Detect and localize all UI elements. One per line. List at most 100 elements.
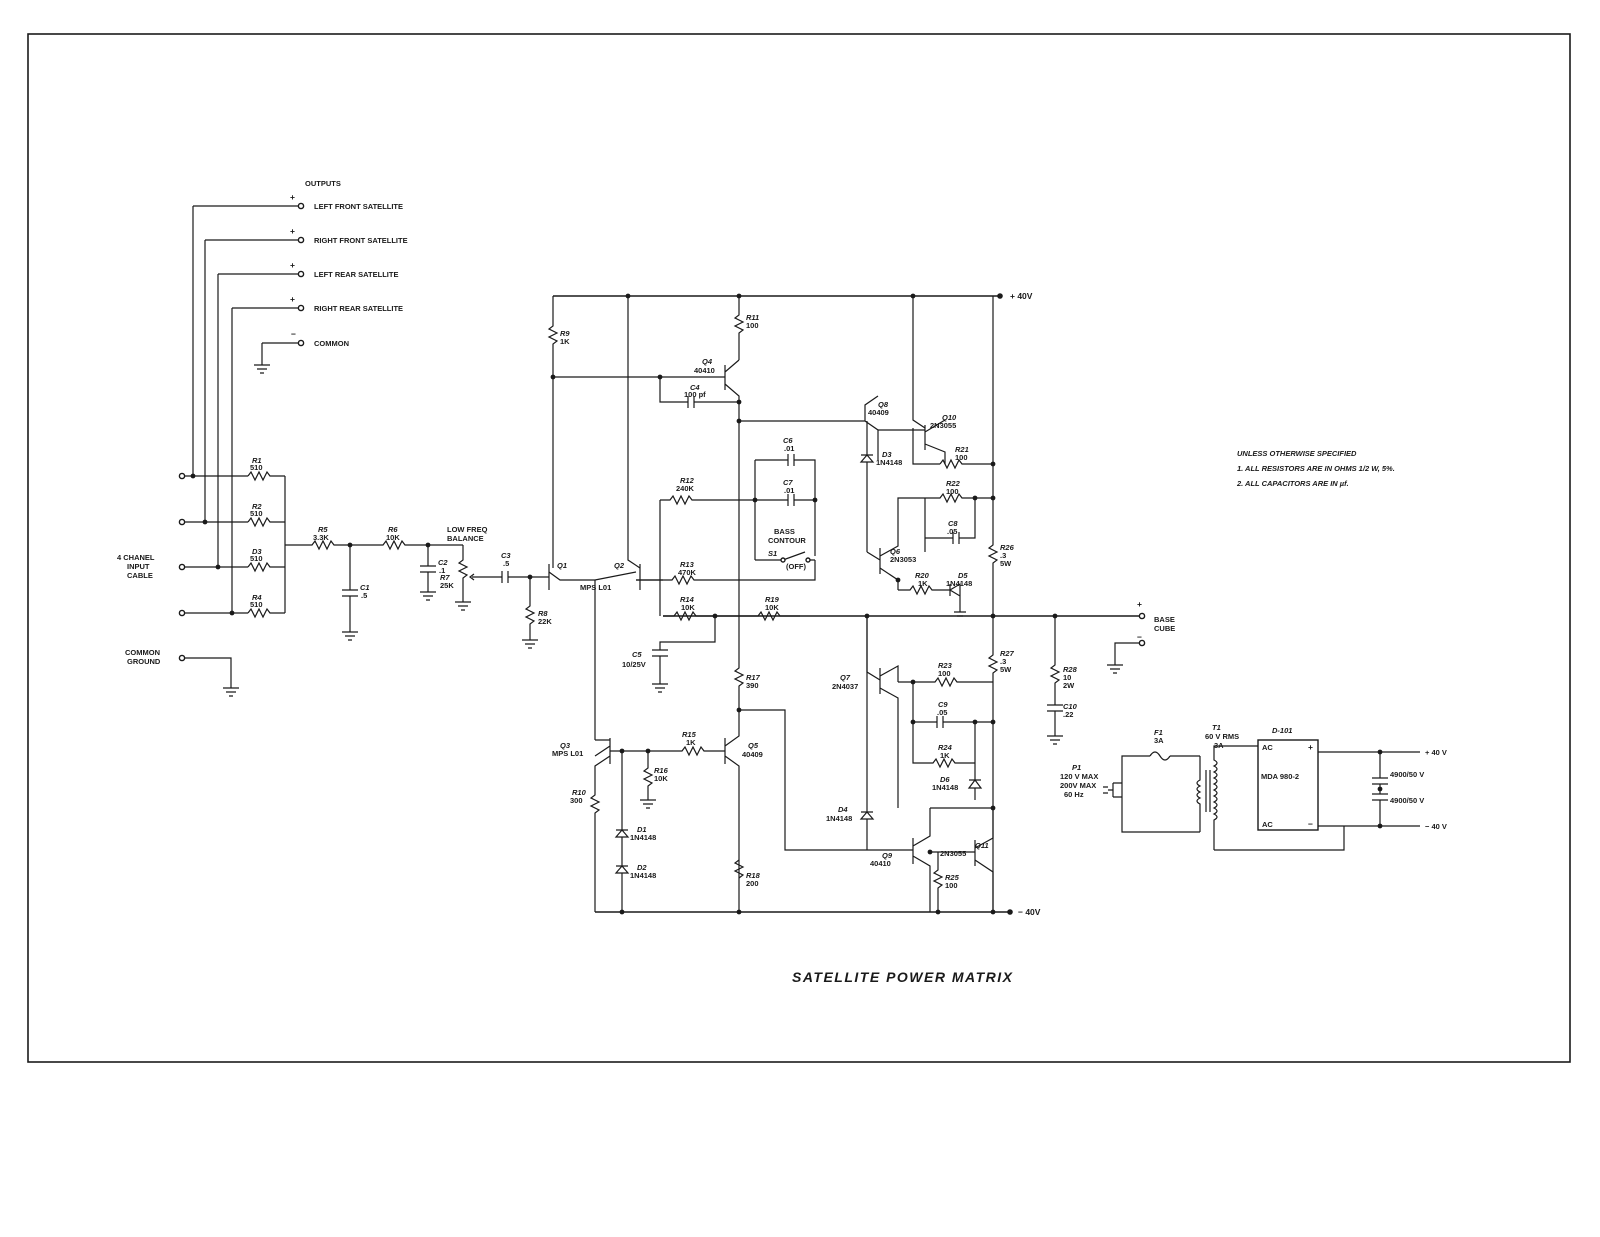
R23-val: 100 [938,669,951,678]
D4-val: 1N4148 [826,814,852,823]
R26-ref: R26 [1000,543,1015,552]
R13-ref: R13 [680,560,695,569]
Q3-val: MPS L01 [552,749,583,758]
P1-v3: 60 Hz [1064,790,1084,799]
R2-val: 510 [250,509,263,518]
Q6-val: 2N3053 [890,555,916,564]
R20-val: 1K [918,579,928,588]
R19-ref: R19 [765,595,780,604]
C5-ref: C5 [632,650,642,659]
Q8-val: 40409 [868,408,889,417]
C3-val: .5 [503,559,509,568]
R3-ref: D3 [252,547,262,556]
R16-ref: R16 [654,766,669,775]
cap-2-val: 4900/50 V [1390,796,1424,805]
C1-ref: C1 [360,583,370,592]
T1-v1: 60 V RMS [1205,732,1239,741]
Q11-val: 2N3055 [940,849,966,858]
C8-ref: C8 [948,519,958,528]
R6-val: 10K [386,533,400,542]
R26-watts: 5W [1000,559,1012,568]
R19-val: 10K [765,603,779,612]
Q5-ref: Q5 [748,741,759,750]
R25-ref: R25 [945,873,960,882]
notes-block: UNLESS OTHERWISE SPECIFIED 1. ALL RESIST… [1236,449,1395,488]
cap-1-val: 4900/50 V [1390,770,1424,779]
R17-val: 390 [746,681,759,690]
R18-ref: R18 [746,871,761,880]
low-freq-2: BALANCE [447,534,484,543]
output-left-rear: LEFT REAR SATELLITE [314,270,398,279]
C6-ref: C6 [783,436,793,445]
R1-ref: R1 [252,456,262,465]
R8-val: 22K [538,617,552,626]
C4-val: 100 pf [684,390,706,399]
R11-ref: R11 [746,313,759,322]
low-freq-1: LOW FREQ [447,525,488,534]
input-network: 4 CHANEL INPUT CABLE R1 510 R2 510 D3 51… [117,456,552,697]
input-label-3: CABLE [127,571,153,580]
R21-ref: R21 [955,445,969,454]
rail-pos-label: + 40V [1010,291,1033,301]
base-cube-plus: + [1137,599,1142,609]
R7-val: 25K [440,581,454,590]
C1-val: .5 [361,591,367,600]
note-2: 2. ALL CAPACITORS ARE IN µf. [1236,479,1349,488]
R5-val: 3.3K [313,533,329,542]
C10-ref: C10 [1063,702,1078,711]
outputs-block: OUTPUTS + + + + − LEFT FRONT SATELLITE R… [192,179,408,613]
note-0: UNLESS OTHERWISE SPECIFIED [1237,449,1357,458]
input-label-1: 4 CHANEL [117,553,155,562]
R27-val: .3 [1000,657,1006,666]
R11-val: 100 [746,321,759,330]
bridge-minus: − [1308,819,1313,829]
R27-watts: 5W [1000,665,1012,674]
C10-val: .22 [1063,710,1073,719]
bass-contour-2: CONTOUR [768,536,806,545]
R25-val: 100 [945,881,958,890]
bridge-ac-top: AC [1262,743,1273,752]
D3-ref: D3 [882,450,892,459]
output-right-rear: RIGHT REAR SATELLITE [314,304,403,313]
common-ground-2: GROUND [127,657,161,666]
bridge-model: MDA 980-2 [1261,772,1299,781]
Q5-val: 40409 [742,750,763,759]
note-1: 1. ALL RESISTORS ARE IN OHMS 1/2 W, 5%. [1237,464,1395,473]
R2-ref: R2 [252,502,262,511]
bridge-plus: + [1308,742,1313,752]
Q6-ref: Q6 [890,547,901,556]
R28-ref: R28 [1063,665,1078,674]
D2-ref: D2 [637,863,647,872]
Q9-val: 40410 [870,859,891,868]
output-plus-2: + [290,226,295,236]
F1-val: 3A [1154,736,1164,745]
C4-ref: C4 [690,383,700,392]
Q11-ref: Q11 [975,841,989,850]
base-cube-2: CUBE [1154,624,1175,633]
R5-ref: R5 [318,525,328,534]
C9-val: .05 [937,708,947,717]
Q4-val: 40410 [694,366,715,375]
Q3-ref: Q3 [560,741,571,750]
C3-ref: C3 [501,551,511,560]
R8-ref: R8 [538,609,548,618]
output-plus-1: + [290,192,295,202]
Q4-ref: Q4 [702,357,713,366]
C8-val: .05 [947,527,957,536]
Q7-val: 2N4037 [832,682,858,691]
D101-ref: D-101 [1272,726,1292,735]
bass-contour-1: BASS [774,527,795,536]
P1-ref: P1 [1072,763,1081,772]
S1-off: (OFF) [786,562,806,571]
input-label-2: INPUT [127,562,150,571]
R23-ref: R23 [938,661,953,670]
R12-val: 240K [676,484,695,493]
R4-ref: R4 [252,593,262,602]
Q8-ref: Q8 [878,400,889,409]
R28-val: 10 [1063,673,1071,682]
S1-ref: S1 [768,549,777,558]
R1-val: 510 [250,463,263,472]
R22-ref: R22 [946,479,961,488]
Q12-type: MPS L01 [580,583,611,592]
